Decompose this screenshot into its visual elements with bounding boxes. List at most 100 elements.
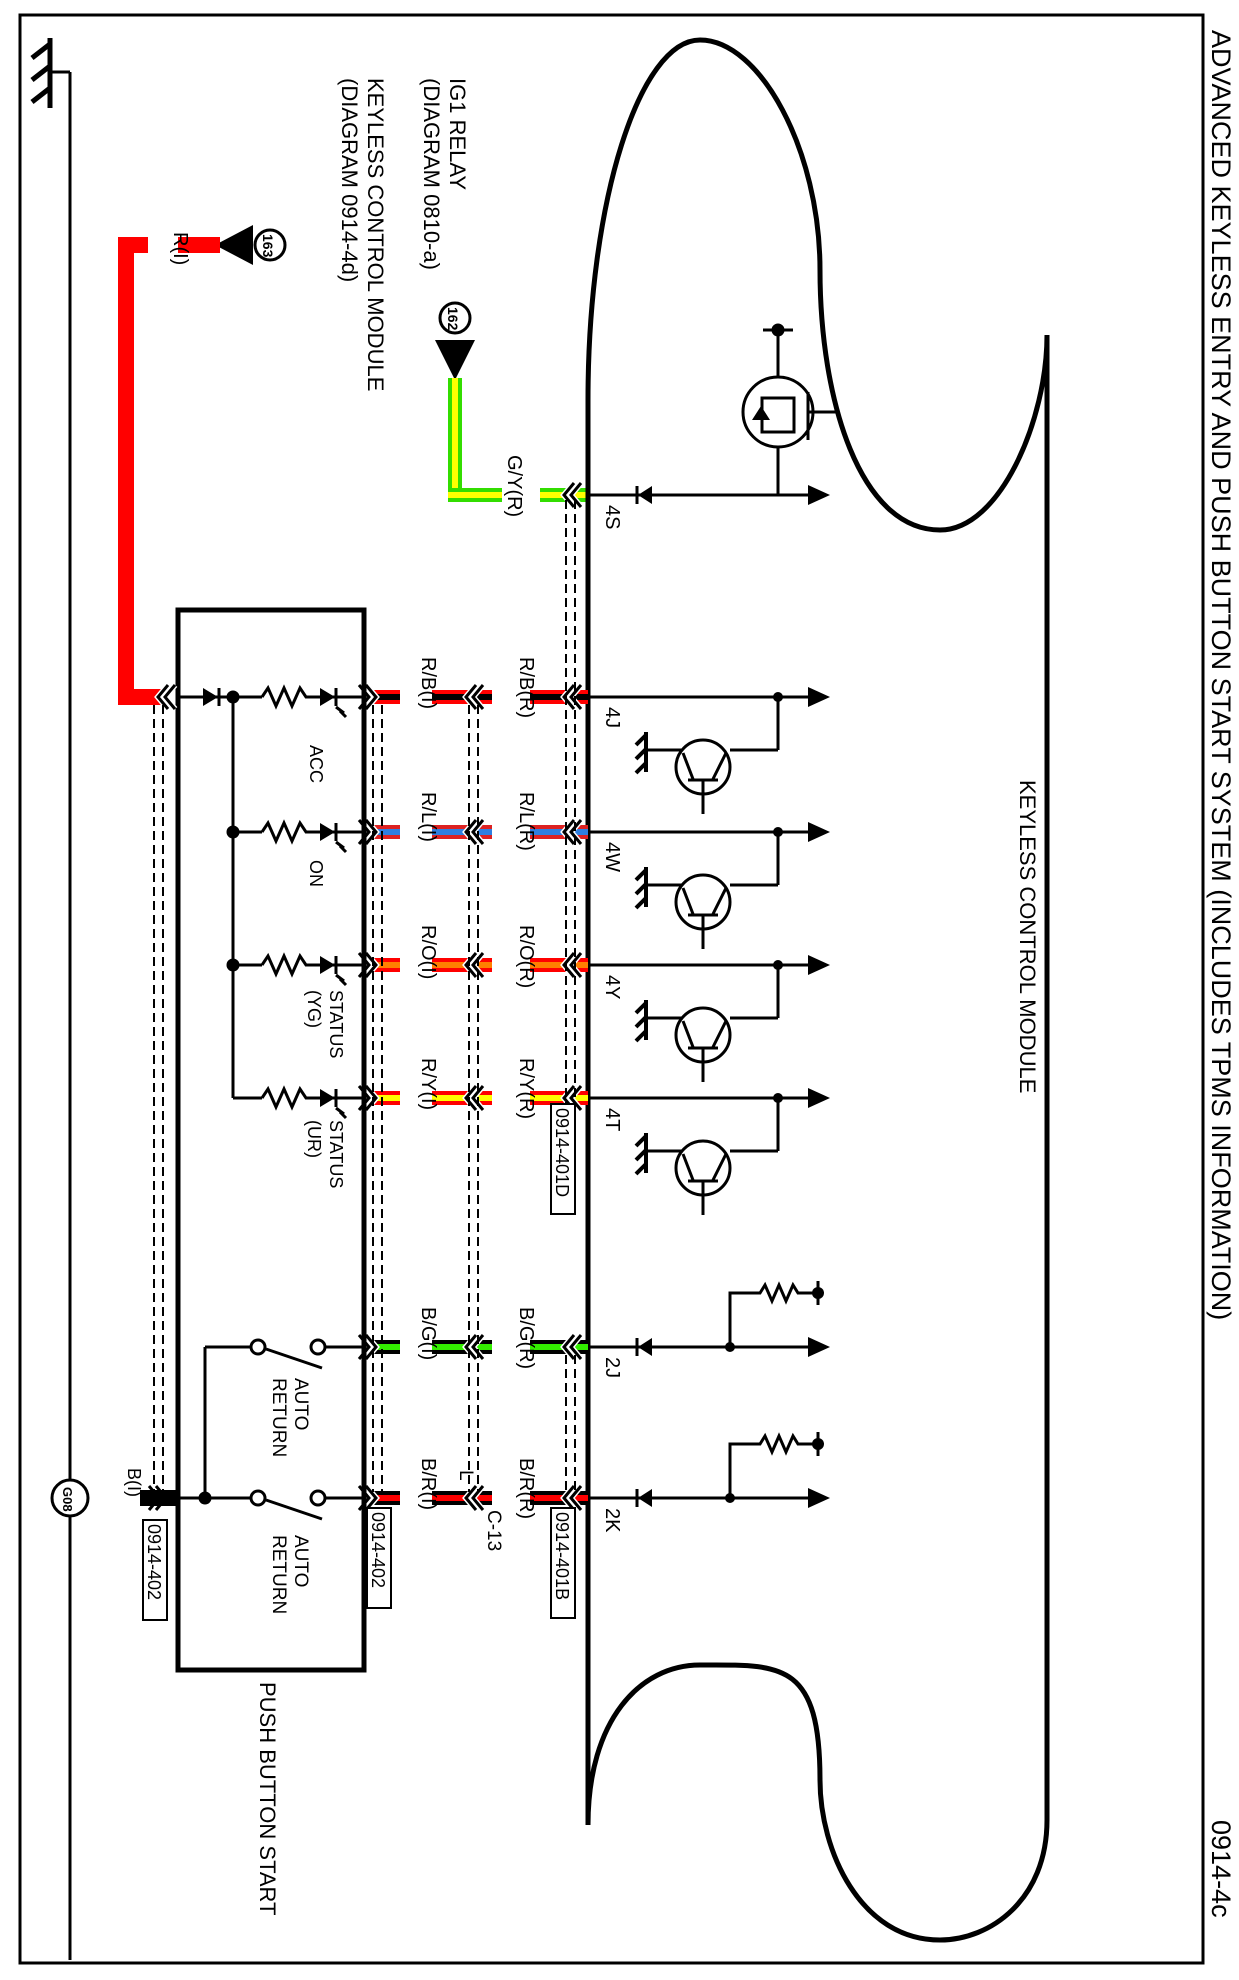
pin-row-4t: 4TR/Y(R)R/Y(I)	[356, 1058, 830, 1215]
resistor-icon	[260, 1085, 312, 1111]
led-label-status-ur: STATUS	[326, 1120, 346, 1188]
arrow-right-icon	[808, 955, 830, 975]
svg-text:0914-402: 0914-402	[144, 1524, 164, 1600]
keyless-control-module-outline	[585, 37, 1050, 1943]
ground-icon	[634, 1133, 648, 1176]
ground-icon	[634, 732, 648, 775]
resistor-icon	[728, 1281, 818, 1347]
diode-icon	[203, 688, 218, 706]
wire-label-i: R/B(I)	[417, 657, 439, 709]
switch-auto-return-1: AUTO RETURN	[249, 1338, 327, 1457]
pin-label: 4S	[601, 505, 623, 529]
arrow-right-icon	[808, 687, 830, 707]
connector-chevron-icon	[464, 1485, 485, 1511]
page-frame	[18, 13, 1205, 1965]
feed-wire-r: R(I)	[118, 232, 220, 705]
connector-0914-401b[interactable]: 0914-401B	[550, 1507, 576, 1619]
connector-chevron-icon	[562, 1334, 583, 1360]
connector-0914-402-ground[interactable]: 0914-402	[142, 1519, 168, 1621]
resistor-icon	[260, 819, 312, 845]
resistor-icon	[260, 684, 312, 710]
pin-label: 2K	[601, 1508, 623, 1533]
wire-label-i: B/G(I)	[417, 1307, 439, 1360]
switch-auto-return-2: AUTO RETURN	[249, 1489, 327, 1614]
connector-c13[interactable]: C-13 L	[455, 1470, 504, 1551]
led-icon	[320, 688, 335, 706]
kcm-ref-label: KEYLESS CONTROL MODULE	[363, 78, 388, 391]
svg-text:0914-402: 0914-402	[368, 1512, 388, 1588]
indicator-status_ur	[260, 1085, 348, 1120]
resistor-icon	[260, 952, 312, 978]
connector-chevron-icon	[562, 684, 583, 710]
wire-label-i: B/R(I)	[417, 1458, 439, 1510]
connector-0914-402-pbs[interactable]: 0914-402	[366, 1507, 392, 1609]
arrow-down-icon	[435, 340, 475, 380]
ig1-relay-diagram-ref[interactable]: (DIAGRAM 0810-a)	[419, 78, 444, 270]
connector-chevron-icon	[562, 952, 583, 978]
pin-row-4s: 4S	[560, 481, 830, 529]
ig1-relay-label: IG1 RELAY	[445, 78, 470, 190]
pin-row-4w: 4W R/L(R) R/L(I)	[356, 792, 830, 949]
led-label-on: ON	[306, 860, 326, 887]
chassis-ground-icon	[30, 38, 53, 108]
indicator-on	[260, 819, 348, 854]
wire-label-r: R/O(R)	[515, 925, 537, 988]
diode-icon	[638, 1489, 652, 1507]
arrow-right-icon	[808, 1488, 830, 1508]
svg-text:163: 163	[260, 234, 276, 258]
node-162: 162	[435, 301, 475, 380]
ground-g08: G08	[50, 1478, 90, 1518]
pin-label: 4Y	[601, 975, 623, 999]
pin-label: 4W	[601, 842, 623, 872]
svg-text:AUTO: AUTO	[290, 1535, 311, 1587]
svg-text:B(I): B(I)	[124, 1468, 144, 1497]
pin-label: 2J	[601, 1357, 623, 1378]
wire-label-r: B/G(R)	[515, 1307, 537, 1369]
node-163: 163	[215, 225, 287, 265]
wire-label-r: R/L(R)	[515, 792, 537, 851]
svg-text:G08: G08	[60, 1487, 75, 1512]
diagram-title: ADVANCED KEYLESS ENTRY AND PUSH BUTTON S…	[1206, 30, 1236, 1320]
arrow-right-icon	[808, 822, 830, 842]
feed-wire-label: R(I)	[169, 232, 191, 265]
push-button-start-label: PUSH BUTTON START	[255, 1682, 280, 1915]
npn-transistor-icon	[646, 965, 780, 1082]
resistor-icon	[728, 1432, 818, 1498]
diode-icon	[638, 486, 652, 504]
indicator-status_yg	[260, 952, 348, 987]
svg-text:G/Y(R): G/Y(R)	[503, 455, 525, 517]
connector-chevron-icon	[562, 819, 583, 845]
ground-bus	[30, 38, 72, 1960]
mosfet-icon	[741, 323, 838, 495]
connector-0914-401d[interactable]: 0914-401D	[550, 1103, 576, 1215]
wire-label-i: R/O(I)	[417, 925, 439, 979]
wire-label-r: R/B(R)	[515, 657, 537, 718]
connector-chevron-icon	[464, 952, 485, 978]
wire-label-r: R/Y(R)	[515, 1058, 537, 1119]
arrow-right-icon	[808, 1088, 830, 1108]
pin-row-4y: 4Y R/O(R) R/O(I)	[356, 925, 830, 1082]
npn-transistor-icon	[646, 832, 780, 949]
indicator-acc	[260, 684, 348, 719]
led-label-acc: ACC	[306, 745, 326, 783]
led-icon	[320, 823, 335, 841]
connector-chevron-icon	[562, 1485, 583, 1511]
svg-text:0914-401D: 0914-401D	[552, 1108, 572, 1197]
svg-text:RETURN: RETURN	[268, 1378, 289, 1457]
connector-chevron-icon	[464, 1334, 485, 1360]
keyless-control-module-label: KEYLESS CONTROL MODULE	[1015, 780, 1040, 1093]
npn-transistor-icon	[646, 1098, 780, 1215]
pin-label: 4J	[601, 707, 623, 728]
wire-label-i: R/L(I)	[417, 792, 439, 842]
push-button-start-outline	[175, 607, 367, 1673]
ground-wire-b: B(I)	[124, 1468, 178, 1506]
wire-label-r: B/R(R)	[515, 1458, 537, 1519]
kcm-diagram-ref[interactable]: (DIAGRAM 0914-4d)	[337, 78, 362, 282]
diagram-id: 0914-4c	[1206, 1820, 1236, 1918]
pin-row-2k: 2K B/R(R) B/R(I)	[356, 1432, 830, 1533]
svg-text:RETURN: RETURN	[268, 1535, 289, 1614]
connector-chevron-icon	[156, 684, 177, 710]
svg-text:0914-401B: 0914-401B	[552, 1512, 572, 1600]
pin-row-2j: 2J B/G(R) B/G(I)	[356, 1281, 830, 1378]
